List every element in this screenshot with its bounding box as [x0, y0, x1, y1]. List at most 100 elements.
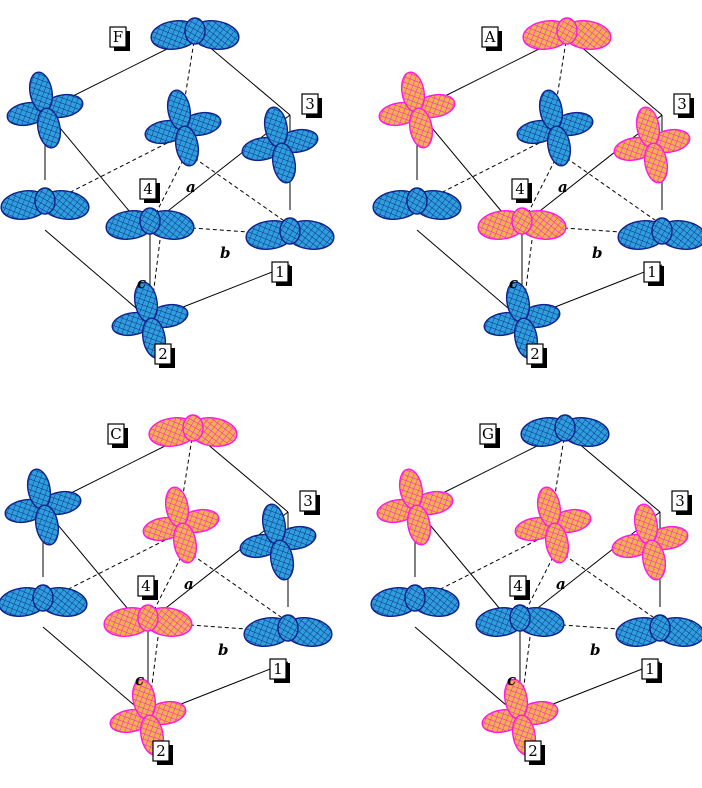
site-label-three-text: 3	[677, 95, 687, 113]
orbital-atom-top	[148, 414, 238, 447]
panel-label-text: A	[484, 28, 496, 46]
orbital-atom-l	[0, 187, 90, 220]
site-label-two-text: 2	[530, 345, 540, 363]
orbital-lobe	[546, 125, 572, 167]
orbital-atom-center	[516, 89, 594, 167]
orbital-lobe	[34, 187, 56, 215]
orbital-atom-r1	[615, 614, 702, 647]
orbital-atom-center	[142, 486, 220, 564]
axis-label-a: a	[186, 178, 196, 196]
orbital-atom-mid	[477, 207, 567, 240]
site-label-four-text: 4	[513, 577, 523, 595]
cube-edge-hidden	[147, 556, 182, 623]
orbital-atom-center	[144, 89, 222, 167]
panel-label: G	[479, 423, 500, 448]
cube-edge-hidden	[416, 134, 556, 206]
cube-edge-hidden	[519, 556, 554, 623]
orbital-atom-r1	[617, 217, 702, 250]
site-label-three-text: 3	[305, 95, 315, 113]
axis-label-b: b	[218, 641, 229, 659]
orbital-atom-mid	[105, 207, 195, 240]
orbital-lobe	[184, 17, 206, 45]
orbital-atom-ul	[6, 71, 84, 149]
site-label-two: 2	[152, 740, 173, 765]
orbital-atom-ul	[378, 71, 456, 149]
orbital-atom-l	[370, 584, 460, 617]
site-label-four: 4	[511, 178, 532, 203]
orbital-atom-r3	[241, 106, 319, 184]
site-label-one-text: 1	[273, 660, 283, 678]
site-label-three: 3	[671, 490, 692, 515]
site-label-three-text: 3	[675, 492, 685, 510]
cube-edge	[414, 626, 521, 718]
orbital-lobe	[279, 217, 301, 245]
orbital-lobe	[641, 539, 667, 581]
orbital-lobe	[172, 522, 198, 564]
orbital-atom-r1	[243, 614, 333, 647]
orbital-lobe	[404, 584, 426, 612]
site-label-one: 1	[643, 261, 664, 286]
site-label-one-text: 1	[647, 263, 657, 281]
orbital-atom-mid	[103, 604, 193, 637]
orbital-atom-r1	[245, 217, 335, 250]
orbital-lobe	[34, 504, 60, 546]
orbital-atom-l	[372, 187, 462, 220]
orbital-lobe	[406, 504, 432, 546]
site-label-four: 4	[139, 178, 160, 203]
orbital-lobe	[649, 614, 671, 642]
orbital-lobe	[643, 142, 669, 184]
site-label-four-text: 4	[143, 180, 153, 198]
orbital-atom-bottom	[483, 281, 561, 359]
site-label-four-text: 4	[515, 180, 525, 198]
site-label-three: 3	[301, 93, 322, 118]
panel-label-text: F	[113, 28, 123, 46]
site-label-one: 1	[641, 658, 662, 683]
site-label-four: 4	[509, 575, 530, 600]
orbital-atom-bottom	[481, 678, 559, 756]
axis-label-a: a	[184, 575, 194, 593]
cube-edge	[42, 626, 149, 718]
orbital-atom-ul	[376, 468, 454, 546]
axis-label-a: a	[558, 178, 568, 196]
orbital-lobe	[509, 604, 531, 632]
site-label-one-text: 1	[275, 263, 285, 281]
site-label-two-text: 2	[156, 742, 166, 760]
site-label-three: 3	[299, 490, 320, 515]
site-label-two: 2	[524, 740, 545, 765]
panel-C: C 3 4 1 2 a b c	[0, 414, 333, 765]
axis-label-c: c	[135, 671, 144, 689]
orbital-atom-ul	[4, 468, 82, 546]
site-label-two-text: 2	[528, 742, 538, 760]
cube-edge-hidden	[182, 149, 291, 226]
orbital-atom-r3	[239, 503, 317, 581]
site-label-four-text: 4	[141, 577, 151, 595]
orbital-lobe	[651, 217, 673, 245]
orbital-atom-top	[520, 414, 610, 447]
site-label-two: 2	[154, 343, 175, 368]
orbital-atom-bottom	[111, 281, 189, 359]
site-label-two-text: 2	[158, 345, 168, 363]
site-label-three: 3	[673, 93, 694, 118]
axis-label-b: b	[590, 641, 601, 659]
orbital-lobe	[408, 107, 434, 149]
orbital-atom-top	[150, 17, 240, 50]
orbital-atom-mid	[475, 604, 565, 637]
orbital-lobe	[137, 604, 159, 632]
orbital-lobe	[139, 207, 161, 235]
axis-label-c: c	[507, 671, 516, 689]
orbital-lobe	[32, 584, 54, 612]
panel-label: C	[107, 423, 128, 448]
orbital-lobe	[406, 187, 428, 215]
cube-edge-hidden	[552, 546, 661, 623]
cube-edge	[44, 229, 151, 321]
orbital-lobe	[511, 207, 533, 235]
orbital-lobe	[277, 614, 299, 642]
panel-label: F	[109, 26, 130, 51]
panel-label-text: C	[110, 425, 121, 443]
cube-edge-hidden	[414, 531, 554, 603]
cube-edge-hidden	[44, 134, 184, 206]
orbital-atom-r3	[611, 503, 689, 581]
orbital-atom-top	[522, 17, 612, 50]
cube-edge	[416, 229, 523, 321]
